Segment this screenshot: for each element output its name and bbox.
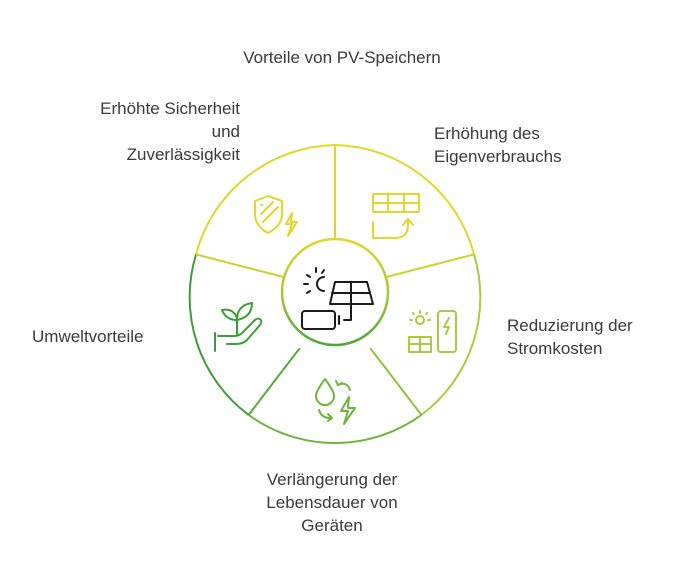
ring-arc-lifetime [248,414,422,444]
plant-hand-icon [214,302,263,352]
solar-grid-arrow-icon [372,193,420,239]
sun-solar-panel-battery-icon [301,267,374,330]
divider-lower-left [247,347,301,416]
label-line: Umweltvorteile [32,327,144,346]
label-line: Erhöhte Sicherheit [100,99,240,118]
diagram-title: Vorteile von PV-Speichern [243,48,441,67]
label-line: Geräten [301,516,363,535]
label-line: Eigenverbrauchs [434,147,562,166]
label-cost: Reduzierung der Stromkosten [507,314,677,360]
ring-arc-safety [195,144,336,255]
label-line: Zuverlässigkeit [126,145,240,164]
label-self-consumption: Erhöhung des Eigenverbrauchs [434,122,654,168]
label-environment: Umweltvorteile [32,325,192,348]
label-line: Verlängerung der [266,470,398,489]
label-line: Lebensdauer von [266,493,398,512]
divider-right [386,253,475,278]
ring-arc-self [334,144,475,255]
ring-arc-environment [188,254,250,416]
divider-lower-right [369,347,423,416]
label-safety: Erhöhte Sicherheit und Zuverlässigkeit [40,97,240,166]
label-line: Stromkosten [507,339,603,358]
label-lifetime: Verlängerung der Lebensdauer von Geräten [232,468,432,537]
label-line: Erhöhung des [434,124,540,143]
divider-left [195,253,284,278]
label-line: Reduzierung der [507,316,633,335]
label-line: und [211,122,240,141]
solar-battery-icon [408,310,457,353]
ring-arc-cost [420,254,482,416]
drop-cycle-bolt-icon [315,378,356,425]
shield-bolt-icon [254,195,298,237]
